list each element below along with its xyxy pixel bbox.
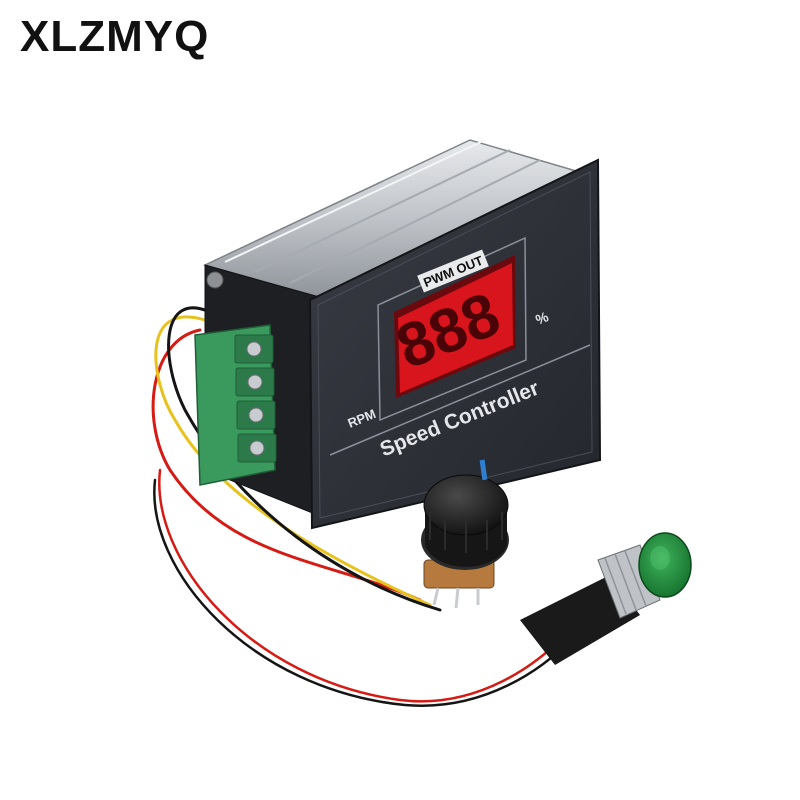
wire-yellow — [154, 315, 432, 607]
green-button — [638, 532, 692, 598]
knob-marker — [479, 459, 488, 481]
push-button-switch — [520, 532, 692, 665]
potentiometer — [421, 459, 509, 609]
wire-red-switch — [158, 468, 562, 703]
wire-black-switch — [153, 478, 567, 707]
brand-logo: XLZMYQ — [20, 12, 210, 61]
wire-red — [151, 328, 422, 602]
terminal-block — [194, 324, 277, 486]
screw — [206, 271, 224, 289]
